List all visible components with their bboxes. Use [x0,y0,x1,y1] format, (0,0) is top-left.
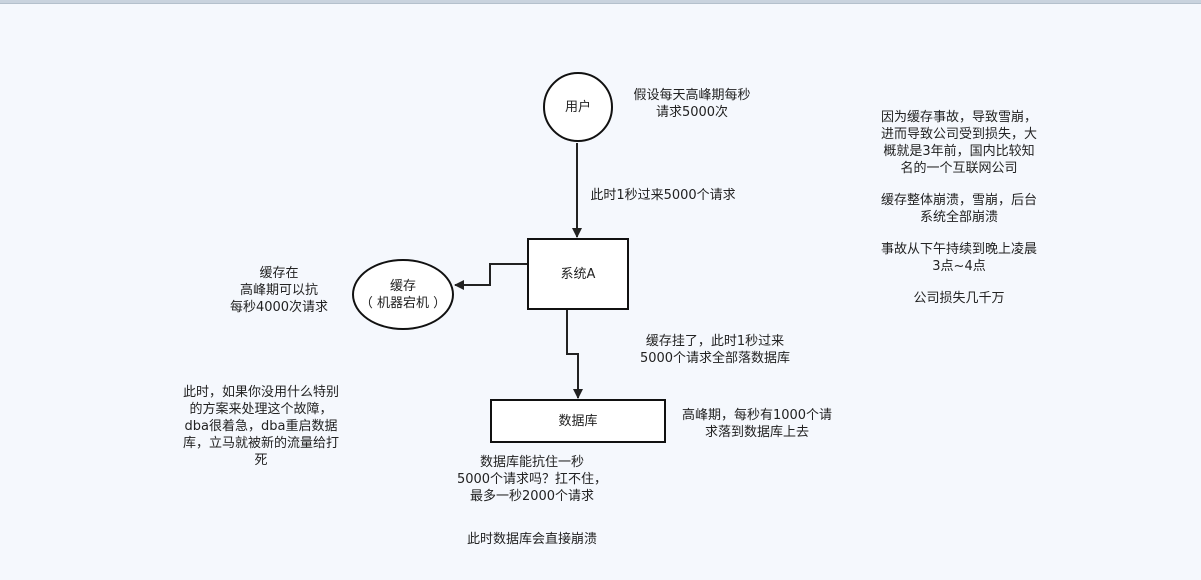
note-line: 因为缓存事故，导致雪崩， [880,110,1037,125]
diagram-canvas: 用户 系统A 缓存 （ 机器宕机 ） 数据库 假设每天高峰期每秒 请求5000次… [0,4,1201,580]
note-db-capacity: 数据库能抗住一秒 5000个请求吗？扛不住， 最多一秒2000个请求 [447,454,617,505]
note-line: 系统全部崩溃 [919,210,998,225]
note-line: 5000个请求全部落数据库 [639,351,791,366]
note-line [870,226,1048,241]
note-cache-capacity: 缓存在 高峰期可以抗 每秒4000次请求 [214,265,344,316]
note-line: 缓存在 [259,266,299,281]
top-border [0,0,1201,4]
note-db-crash: 此时数据库会直接崩溃 [452,531,612,548]
connectors [454,143,583,399]
note-line: 库，立马就被新的流量给打 [182,436,339,451]
note-line: 假设每天高峰期每秒 [633,88,751,103]
user-node-label: 用户 [564,99,591,115]
note-line: 高峰期，每秒有1000个请 [681,408,833,423]
note-line: 数据库能抗住一秒 [479,455,584,470]
note-line [870,177,1048,192]
note-line: 缓存挂了，此时1秒过来 [645,334,785,349]
note-line: 事故从下午持续到晚上凌晨 [880,242,1037,257]
note-dba-restart: 此时，如果你没用什么特别 的方案来处理这个故障， dba很着急，dba重启数据 … [176,384,346,469]
note-line: dba很着急，dba重启数据 [184,419,338,434]
note-incident: 因为缓存事故，导致雪崩， 进而导致公司受到损失，大 概就是3年前，国内比较知 名… [870,109,1048,307]
arrow-system-to-cache [454,263,528,290]
note-line: 3点~4点 [932,259,986,274]
user-node[interactable]: 用户 [543,72,613,142]
note-line [870,275,1048,290]
note-line: 进而导致公司受到损失，大 [880,127,1037,142]
note-line: 缓存整体崩溃，雪崩，后台 [880,193,1037,208]
note-line: 此时1秒过来5000个请求 [590,188,736,203]
note-line: 此时数据库会直接崩溃 [466,532,597,547]
note-peak-db: 高峰期，每秒有1000个请 求落到数据库上去 [672,407,842,441]
cache-node-status: （ 机器宕机 ） [359,295,447,311]
note-line: 公司损失几千万 [913,291,1005,306]
arrow-system-to-database [566,309,583,399]
cache-node[interactable]: 缓存 （ 机器宕机 ） [352,259,454,330]
note-requests-arrive: 此时1秒过来5000个请求 [583,187,743,204]
note-line: 名的一个互联网公司 [900,161,1018,176]
note-line: 高峰期可以抗 [239,283,318,298]
database-node[interactable]: 数据库 [490,399,666,443]
note-line: 请求5000次 [655,105,729,120]
note-line: 最多一秒2000个请求 [469,489,595,504]
note-line: 5000个请求吗？扛不住， [456,472,608,487]
note-line: 每秒4000次请求 [229,300,329,315]
note-line: 求落到数据库上去 [704,425,809,440]
system-a-node[interactable]: 系统A [527,238,629,310]
note-line: 的方案来处理这个故障， [189,402,333,417]
note-line: 死 [254,453,268,468]
system-a-node-label: 系统A [560,266,596,282]
database-node-label: 数据库 [558,413,598,429]
cache-node-title: 缓存 [389,278,416,294]
note-peak-assumption: 假设每天高峰期每秒 请求5000次 [622,87,762,121]
note-cache-down: 缓存挂了，此时1秒过来 5000个请求全部落数据库 [625,333,805,367]
note-line: 此时，如果你没用什么特别 [182,385,339,400]
note-line: 概就是3年前，国内比较知 [883,144,1035,159]
